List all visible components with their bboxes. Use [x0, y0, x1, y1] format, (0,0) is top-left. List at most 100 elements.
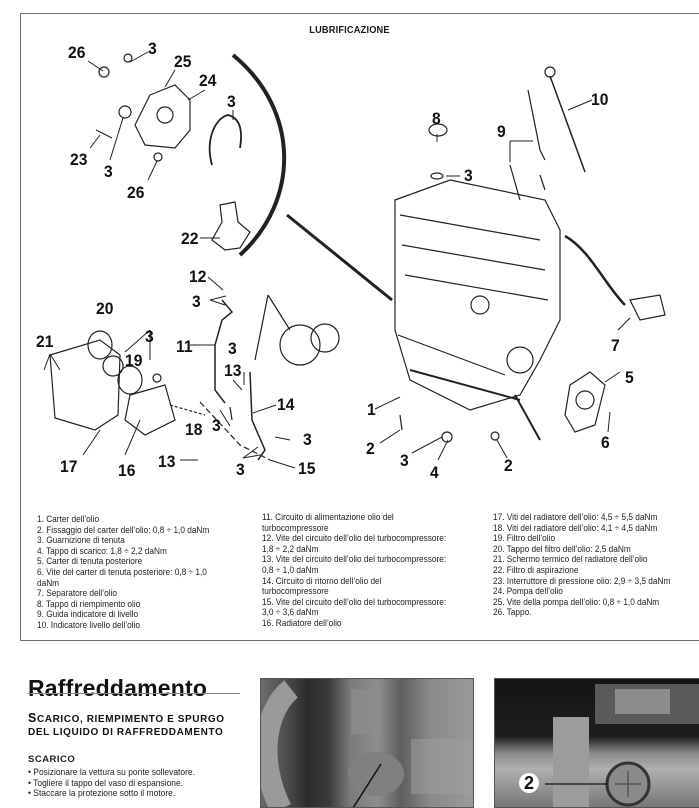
legend-item: 18. Viti del radiatore dell’olio: 4,1 ÷ …: [493, 522, 658, 533]
legend-item: 15. Vite del circuito dell’olio del turb…: [262, 596, 447, 607]
callout-25: 25: [174, 52, 192, 71]
callout-5: 5: [625, 368, 634, 387]
detail-arc: [231, 53, 287, 257]
legend-item: 17. Viti del radiatore dell’olio: 4,5 ÷ …: [493, 512, 658, 522]
subtitle-line-2: DEL LIQUIDO DI RAFFREDDAMENTO: [28, 727, 224, 738]
callout-3: 3: [228, 339, 237, 358]
dipstick-guide: [527, 89, 546, 161]
legend-item: 26. Tappo.: [493, 607, 532, 618]
coolant-hose-shape: [261, 680, 299, 807]
dipstick: [549, 75, 586, 173]
section-subtitle: SCARICO, RIEMPIMENTO E SPURGO DEL LIQUID…: [28, 712, 225, 739]
callout-15: 15: [298, 459, 316, 478]
oil-separator: [629, 294, 666, 321]
legend-item: 22. Filtro di aspirazione: [493, 564, 579, 575]
legend-item: 1,8 ÷ 2,2 daNm: [262, 543, 319, 554]
legend-item: 12. Vite del circuito dell’olio del turb…: [262, 533, 447, 544]
callout-2: 2: [504, 456, 513, 475]
legend-item: 13. Vite del circuito dell’olio del turb…: [262, 554, 447, 565]
step-item: • Staccare la protezione sotto il motore…: [28, 788, 176, 798]
callout-2: 2: [366, 439, 375, 458]
callout-18: 18: [185, 420, 203, 439]
seal-ring: [118, 105, 132, 119]
section-title-rule: [28, 693, 240, 694]
rear-seal-carrier: [564, 371, 606, 433]
legend-item: 3,0 ÷ 3,6 daNm: [262, 607, 319, 618]
engine-underside-photo: [260, 678, 474, 808]
legend-item: 0,8 ÷ 1,0 daNm: [262, 564, 319, 575]
legend-item: 19. Filtro dell’olio: [493, 533, 556, 544]
callout-3: 3: [192, 292, 201, 311]
legend-item: 21. Schermo termico del radiatore dell’o…: [493, 554, 648, 565]
photo-2-detail: [545, 684, 699, 807]
callout-20: 20: [96, 299, 114, 318]
legend-item: 5. Carter di tenuta posteriore: [37, 556, 143, 567]
diagram-title: LUBRIFICAZIONE: [309, 24, 390, 36]
callout-8: 8: [432, 109, 441, 128]
callout-22: 22: [181, 229, 199, 248]
legend-item: 24. Pompa dell’olio: [493, 586, 563, 597]
photo-1-leader-line: [352, 763, 382, 807]
oil-pump: [134, 84, 191, 149]
legend-item: 14. Circuito di ritorno dell’olio del: [262, 575, 382, 586]
legend-item: 4. Tappo di scarico: 1,8 ÷ 2,2 daNm: [37, 545, 167, 556]
callout-10: 10: [591, 90, 609, 109]
callout-16: 16: [118, 461, 136, 480]
legend-item: 7. Separatore dell’olio: [37, 588, 117, 599]
photo-2-callout: 2: [519, 773, 539, 793]
engine-block: [394, 179, 561, 411]
legend-item: daNm: [37, 577, 60, 588]
subtitle-initial: S: [28, 711, 37, 725]
oil-cooler-group: [49, 330, 206, 436]
legend-item: 3. Guarnizione di tenuta: [37, 535, 125, 546]
legend-item: turbocompressore: [262, 586, 329, 597]
lubrication-exploded-diagram: [43, 51, 666, 469]
legend-item: 20. Tappo del filtro dell’olio: 2,5 daNm: [493, 543, 631, 554]
callout-6: 6: [601, 433, 610, 452]
rear-gasket: [208, 114, 242, 166]
section-title: Raffreddamento: [28, 675, 208, 701]
subtitle-line-1: CARICO, RIEMPIMENTO E SPURGO: [36, 714, 225, 725]
legend-item: 1. Carter dell’olio: [37, 514, 100, 524]
step-item: • Posizionare la vettura su ponte sollev…: [28, 767, 195, 777]
callout-13: 13: [158, 452, 176, 471]
photo-1-detail: [261, 680, 471, 807]
legend-item: 2. Fissaggio del carter dell’olio: 0,8 ÷…: [37, 524, 210, 535]
callout-3: 3: [227, 92, 236, 111]
separator-hose: [564, 234, 626, 306]
legend-item: 9. Guida indicatore di livello: [37, 609, 139, 620]
legend-item: 10. Indicatore livello dell’olio: [37, 619, 140, 630]
legend-column-1: 1. Carter dell’olio 2. Fissaggio del car…: [37, 514, 260, 631]
callout-4: 4: [430, 463, 439, 482]
callout-21: 21: [36, 332, 54, 351]
callout-3: 3: [303, 430, 312, 449]
legend-column-2: 11. Circuito di alimentazione olio del t…: [262, 512, 503, 629]
bracket-shape: [553, 717, 589, 807]
step-item: • Togliere il tappo del vaso di espansio…: [28, 777, 184, 788]
step-heading: SCARICO: [28, 754, 76, 765]
legend-item: turbocompressore: [262, 522, 329, 533]
legend-item: 25. Vite della pompa dell’olio: 0,8 ÷ 1,…: [493, 596, 660, 607]
callout-26: 26: [68, 43, 86, 62]
callout-3: 3: [104, 162, 113, 181]
legend-item: 11. Circuito di alimentazione olio del: [262, 512, 394, 522]
filler-cap: [428, 123, 448, 137]
legend-item: 8. Tappo di riempimento olio: [37, 598, 141, 609]
callout-24: 24: [199, 71, 217, 90]
callout-7: 7: [611, 336, 620, 355]
callout-12: 12: [189, 267, 207, 286]
callout-3: 3: [145, 327, 154, 346]
callout-3: 3: [464, 166, 473, 185]
callout-1: 1: [367, 400, 376, 419]
callout-9: 9: [497, 122, 506, 141]
detail-pointer-line: [286, 213, 393, 302]
callout-3: 3: [212, 416, 221, 435]
callout-17: 17: [60, 457, 78, 476]
callout-14: 14: [277, 395, 295, 414]
legend-item: 6. Vite del carter di tenuta posteriore:…: [37, 566, 207, 577]
callout-3: 3: [236, 460, 245, 479]
oil-return-line: [249, 371, 266, 461]
step-list: • Posizionare la vettura su ponte sollev…: [28, 767, 195, 799]
oil-feed-line: [214, 299, 234, 404]
heat-shield: [49, 339, 121, 431]
